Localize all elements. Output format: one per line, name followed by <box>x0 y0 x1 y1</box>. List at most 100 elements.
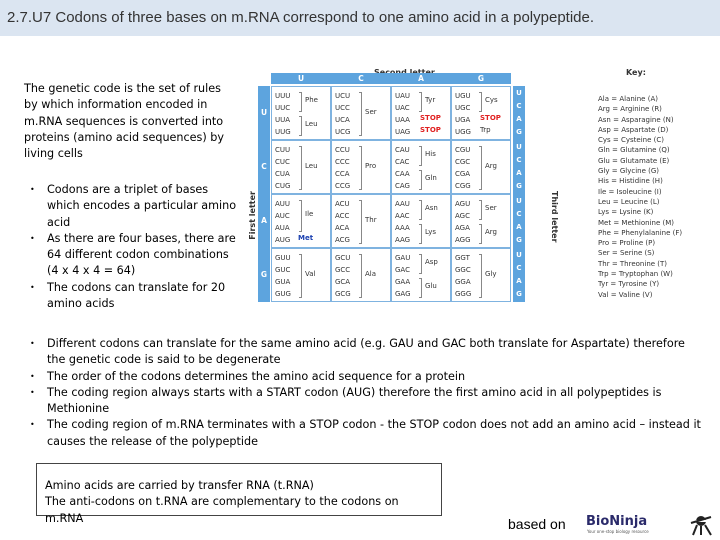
key-entry: Leu = Leucine (L) <box>598 197 660 206</box>
codon-list: UAU UAC UAA UAG <box>395 92 411 136</box>
key-entry: Trp = Tryptophan (W) <box>598 270 673 279</box>
codon-brace <box>419 224 422 244</box>
amino-acid-label: Pro <box>365 162 377 170</box>
list-item: The coding region of m.RNA terminates wi… <box>24 417 704 450</box>
codon-cell: CGU CGC CGA CGG Arg <box>451 140 511 194</box>
key-entry: Pro = Proline (P) <box>598 239 656 248</box>
stop-codon-label: STOP <box>420 114 441 122</box>
codon-list: CUU CUC CUA CUG <box>275 146 291 190</box>
codon-brace <box>419 92 422 112</box>
key-entry: Cys = Cysteine (C) <box>598 136 664 145</box>
third-letter-base: G <box>516 290 522 298</box>
list-item: The coding region always starts with a S… <box>24 385 704 418</box>
list-item: Codons are a triplet of bases which enco… <box>24 182 239 231</box>
credit-text: based on <box>508 516 566 532</box>
second-letter-header: C <box>331 73 391 84</box>
codon-brace <box>419 254 422 274</box>
codon-brace <box>359 92 362 136</box>
amino-acid-label: Val <box>305 270 316 278</box>
amino-acid-label: Lys <box>425 228 437 236</box>
ninja-icon <box>690 516 712 536</box>
amino-acid-label: Ser <box>485 204 497 212</box>
key-entry: Ile = Isoleucine (I) <box>598 187 662 196</box>
bullet-list-1: Codons are a triplet of bases which enco… <box>24 182 239 312</box>
amino-acid-label: Gly <box>485 270 497 278</box>
amino-acid-label: Glu <box>425 282 437 290</box>
third-letter-base: A <box>516 169 522 177</box>
third-letter-base: G <box>516 128 522 136</box>
codon-brace <box>299 116 302 136</box>
key-entry: Asp = Aspartate (D) <box>598 125 669 134</box>
list-item: Different codons can translate for the s… <box>24 336 704 369</box>
codon-cell: CCU CCC CCA CCG Pro <box>331 140 391 194</box>
amino-acid-label: Asp <box>425 258 438 266</box>
amino-acid-label: Cys <box>485 96 498 104</box>
codon-cell: GUU GUC GUA GUG Val <box>271 248 331 302</box>
codon-brace <box>299 92 302 112</box>
third-letter-base: G <box>516 236 522 244</box>
amino-acid-label: Arg <box>485 228 497 236</box>
key-entry: Gln = Glutamine (Q) <box>598 146 670 155</box>
amino-acid-label: Asn <box>425 204 438 212</box>
intro-paragraph: The genetic code is the set of rules by … <box>24 82 225 161</box>
amino-acid-label: Phe <box>305 96 318 104</box>
first-letter-header: G <box>258 248 270 302</box>
key-entry: His = Histidine (H) <box>598 177 663 186</box>
logo-tagline: Your one-stop biology resource <box>586 529 649 534</box>
codon-brace <box>479 146 482 190</box>
key-entry: Asn = Asparagine (N) <box>598 115 674 124</box>
codon-brace <box>359 146 362 190</box>
third-letter-base: C <box>516 210 522 218</box>
codon-list: GUU GUC GUA GUG <box>275 254 291 298</box>
codon-list: AUU AUC AUA AUG <box>275 200 291 244</box>
amino-acid-label: Arg <box>485 162 497 170</box>
start-codon-label: Met <box>298 234 314 242</box>
third-letter-base: U <box>516 251 522 259</box>
codon-brace <box>479 254 482 298</box>
codon-brace <box>359 200 362 244</box>
codon-list: UGU UGC UGA UGG <box>455 92 471 136</box>
third-letter-label: Third letter <box>550 191 559 243</box>
codon-list: CCU CCC CCA CCG <box>335 146 351 190</box>
key-entry: Glu = Glutamate (E) <box>598 156 670 165</box>
slide-title: 2.7.U7 Codons of three bases on m.RNA co… <box>7 9 595 26</box>
second-letter-header: U <box>271 73 331 84</box>
codon-list: GCU GCC GCA GCG <box>335 254 351 298</box>
codon-list: UCU UCC UCA UCG <box>335 92 351 136</box>
codon-list: AAU AAC AAA AAG <box>395 200 411 244</box>
key-entry: Tyr = Tyrosine (Y) <box>598 280 660 289</box>
codon-brace <box>299 146 302 190</box>
codon-list: CGU CGC CGA CGG <box>455 146 471 190</box>
logo-wordmark: BioNinja <box>586 514 647 529</box>
codon-brace <box>419 170 422 190</box>
codon-brace <box>419 200 422 220</box>
third-letter-base: C <box>516 102 522 110</box>
stop-codon-label: STOP <box>420 126 441 134</box>
codon-brace <box>299 254 302 298</box>
third-letter-base: U <box>516 89 522 97</box>
amino-acid-label: Ile <box>305 210 314 218</box>
third-letter-base: C <box>516 264 522 272</box>
key-entry: Ala = Alanine (A) <box>598 95 658 103</box>
key-entry: Lys = Lysine (K) <box>598 208 654 217</box>
amino-acid-label: Trp <box>480 126 491 134</box>
first-letter-label: First letter <box>248 191 257 240</box>
third-letter-base: A <box>516 115 522 123</box>
key-entry: Ser = Serine (S) <box>598 249 655 258</box>
codon-brace <box>479 92 482 112</box>
note-line: The anti-codons on t.RNA are complementa… <box>45 495 399 525</box>
third-letter-base: A <box>516 277 522 285</box>
codon-brace <box>299 200 302 232</box>
second-letter-header: G <box>451 73 511 84</box>
amino-acid-label: His <box>425 150 436 158</box>
